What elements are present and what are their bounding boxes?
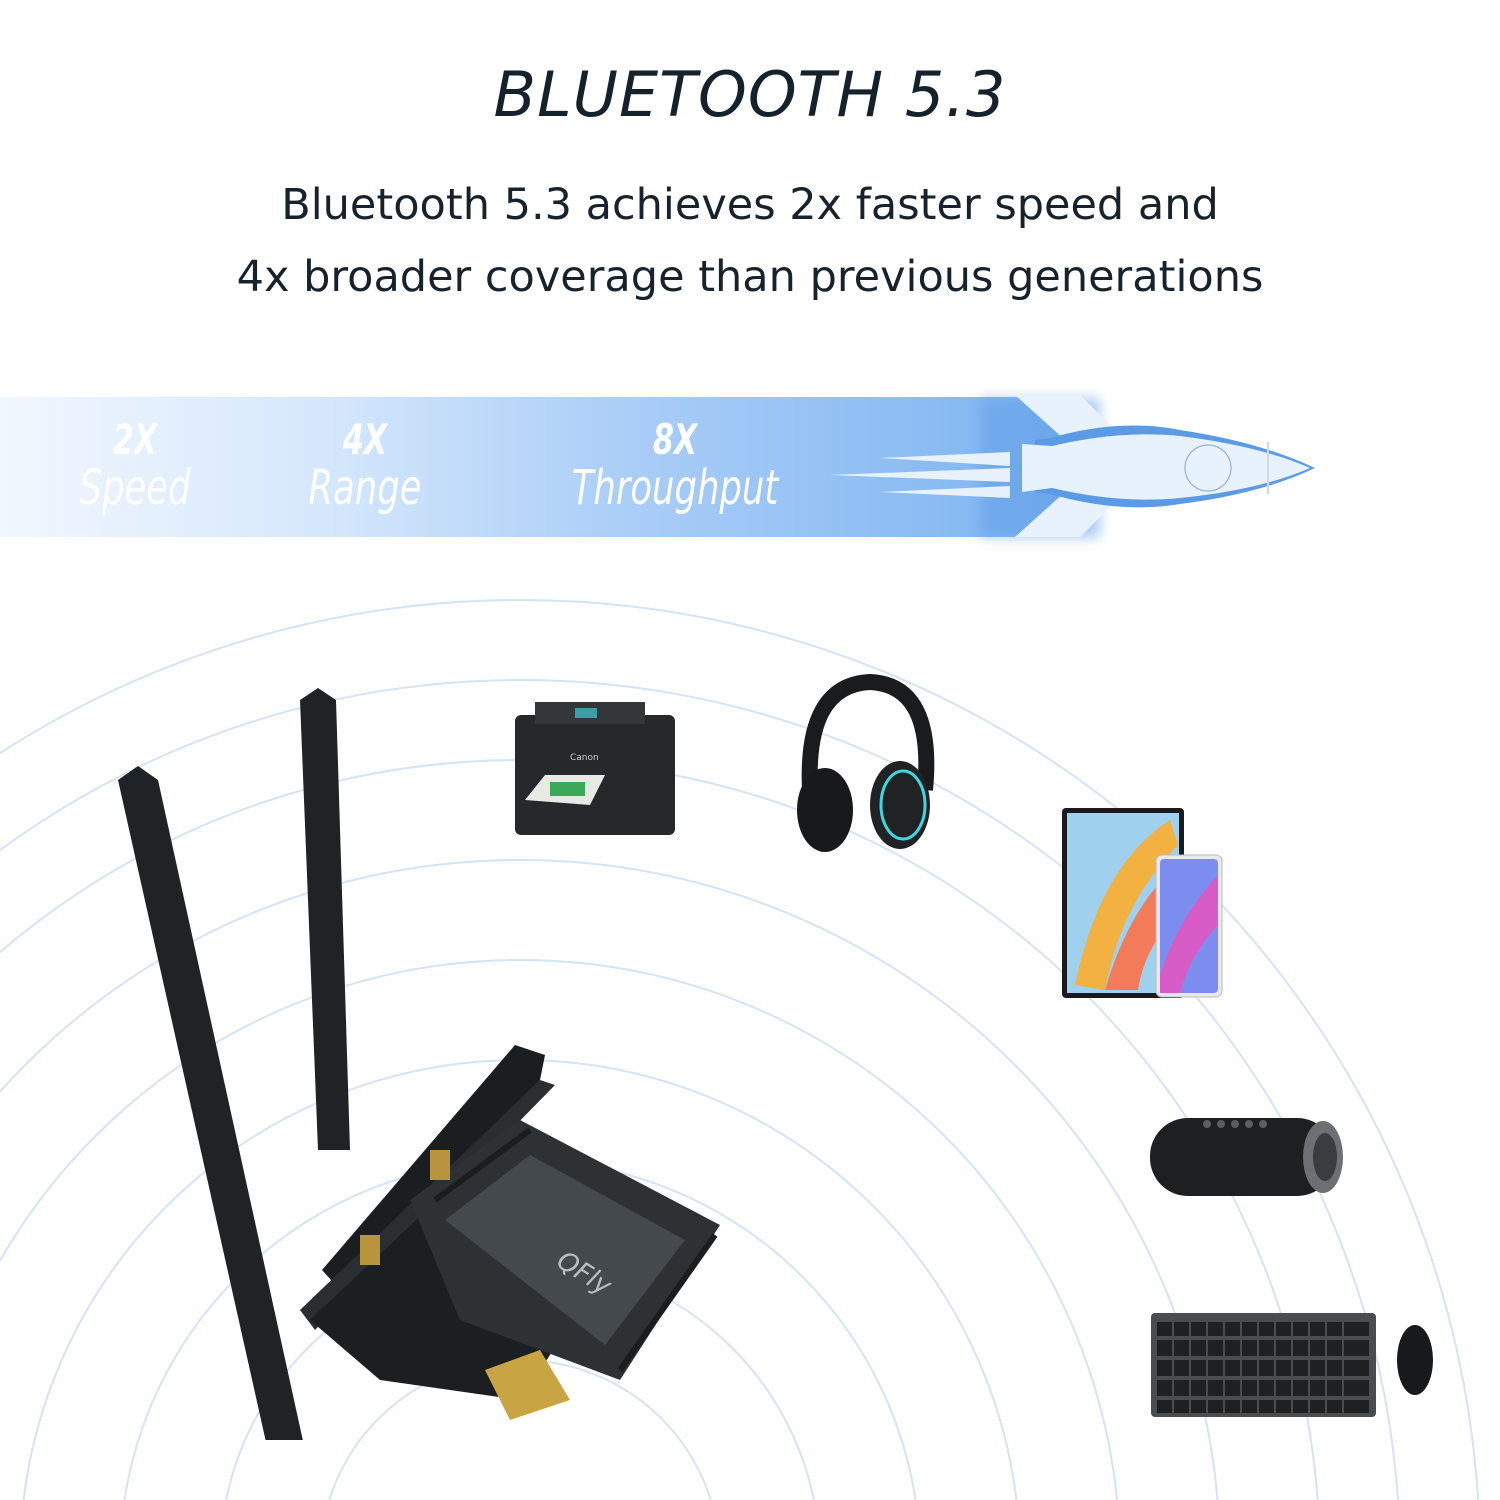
- stat-speed: 2X Speed: [50, 415, 220, 516]
- keyboard-mouse-image: [1151, 1313, 1433, 1417]
- headphones-image: [797, 673, 935, 852]
- printer-brand: Canon: [570, 753, 599, 763]
- subtitle-line-1: Bluetooth 5.3 achieves 2x faster speed a…: [281, 180, 1219, 230]
- stat-speed-value: 2X: [112, 415, 158, 464]
- stat-range-label: Range: [308, 460, 422, 516]
- stat-throughput-value: 8X: [652, 415, 698, 464]
- stat-range: 4X Range: [280, 415, 450, 516]
- stat-throughput: 8X Throughput: [525, 415, 825, 516]
- pcie-card-image: QFly: [118, 688, 720, 1440]
- speaker-image: [1150, 1118, 1343, 1196]
- printer-image: Canon: [515, 702, 675, 835]
- stat-range-value: 4X: [342, 415, 388, 464]
- stat-speed-label: Speed: [79, 460, 191, 516]
- tablet-phone-image: [1062, 808, 1223, 998]
- subtitle-line-2: 4x broader coverage than previous genera…: [236, 252, 1264, 302]
- feature-banner: [0, 397, 1060, 537]
- stat-throughput-label: Throughput: [571, 460, 779, 516]
- page-title: BLUETOOTH 5.3: [493, 58, 1007, 131]
- rocket-icon: [830, 395, 1315, 538]
